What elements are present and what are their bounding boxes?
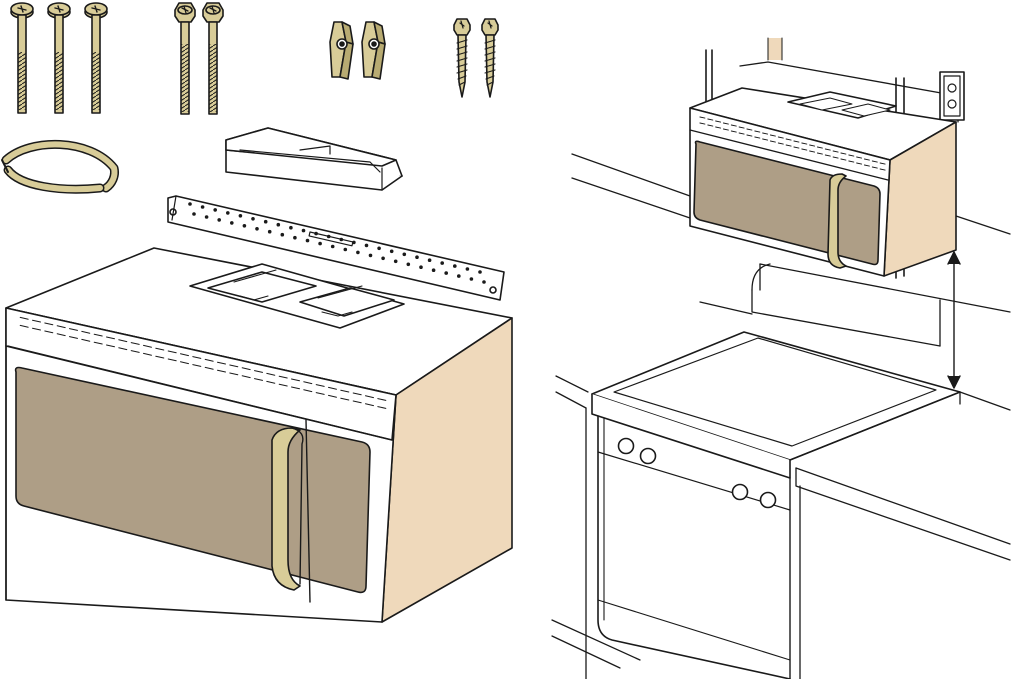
microwave-mounted bbox=[690, 88, 956, 276]
dimension-arrow-icon bbox=[948, 252, 960, 388]
mounting-bolts-long bbox=[11, 3, 107, 113]
wall-stud-marker bbox=[768, 38, 782, 60]
mounting-bolts-short bbox=[175, 3, 223, 114]
microwave-large bbox=[6, 248, 512, 622]
toggle-bolts bbox=[330, 22, 385, 79]
power-cord-clamp-ring bbox=[2, 144, 115, 189]
kitchen-scene bbox=[552, 38, 1010, 679]
wood-screws bbox=[454, 19, 498, 97]
exhaust-adapter bbox=[226, 128, 402, 190]
wall-outlet-icon bbox=[940, 72, 964, 120]
